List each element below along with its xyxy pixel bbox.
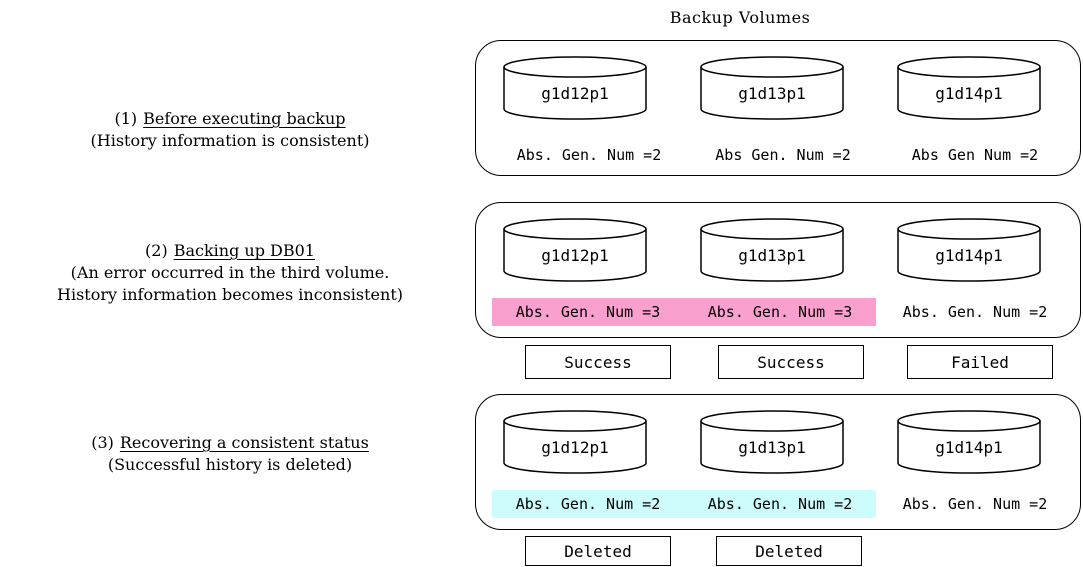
step-3-description: (3) Recovering a consistent status (Succe… [0, 432, 460, 476]
disk-icon [503, 410, 647, 474]
volume-name: g1d14p1 [935, 438, 1003, 457]
volume-group-3: g1d12p1 g1d13p1 g1d14p1 Abs. Gen. Num =2… [475, 394, 1081, 530]
volume-name: g1d14p1 [935, 84, 1003, 103]
step-number: (1) [114, 109, 138, 128]
volume-disk: g1d12p1 [503, 56, 647, 120]
volume-disk: g1d12p1 [503, 410, 647, 474]
generation-number: Abs. Gen. Num =3 [684, 298, 876, 326]
volume-disk: g1d13p1 [700, 410, 844, 474]
step-subtitle: (Successful history is deleted) [107, 455, 353, 474]
backup-volumes-heading: Backup Volumes [669, 8, 811, 27]
generation-number: Abs Gen. Num =2 [715, 146, 851, 164]
generation-number: Abs. Gen. Num =2 [684, 490, 876, 518]
disk-icon [700, 56, 844, 120]
volume-disk: g1d12p1 [503, 218, 647, 282]
step-1-description: (1) Before executing backup (History info… [0, 108, 460, 152]
step-2-description: (2) Backing up DB01 (An error occurred in… [0, 240, 460, 306]
volume-name: g1d13p1 [738, 438, 806, 457]
volume-name: g1d12p1 [541, 438, 609, 457]
disk-icon [897, 410, 1041, 474]
generation-number: Abs. Gen. Num =3 [492, 298, 684, 326]
generation-number: Abs. Gen. Num =2 [492, 490, 684, 518]
step-title: Recovering a consistent status [119, 433, 369, 452]
generation-number: Abs. Gen. Num =2 [902, 495, 1048, 513]
generation-number: Abs. Gen. Num =2 [516, 146, 662, 164]
disk-icon [503, 218, 647, 282]
step-subtitle-line-2: History information becomes inconsistent… [57, 285, 403, 304]
status-success: Success [525, 345, 671, 379]
step-number: (2) [145, 241, 168, 260]
volume-name: g1d13p1 [738, 246, 806, 265]
disk-icon [700, 218, 844, 282]
status-deleted: Deleted [525, 536, 671, 566]
disk-icon [897, 56, 1041, 120]
disk-icon [503, 56, 647, 120]
volume-name: g1d12p1 [541, 246, 609, 265]
generation-number: Abs. Gen. Num =2 [902, 303, 1048, 321]
volume-disk: g1d14p1 [897, 218, 1041, 282]
volume-name: g1d14p1 [935, 246, 1003, 265]
status-success: Success [718, 345, 864, 379]
volume-name: g1d12p1 [541, 84, 609, 103]
disk-icon [897, 218, 1041, 282]
volume-disk: g1d13p1 [700, 56, 844, 120]
volume-disk: g1d13p1 [700, 218, 844, 282]
generation-number: Abs Gen Num =2 [911, 146, 1039, 164]
step-title: Before executing backup [143, 109, 346, 128]
status-deleted: Deleted [716, 536, 862, 566]
volume-name: g1d13p1 [738, 84, 806, 103]
volume-disk: g1d14p1 [897, 410, 1041, 474]
volume-group-1: g1d12p1 g1d13p1 g1d14p1 Abs. Gen. Num =2… [475, 40, 1081, 176]
volume-disk: g1d14p1 [897, 56, 1041, 120]
step-subtitle: (History information is consistent) [90, 131, 370, 150]
status-failed: Failed [907, 345, 1053, 379]
step-number: (3) [91, 433, 114, 452]
step-subtitle: (An error occurred in the third volume. [70, 263, 390, 282]
volume-group-2: g1d12p1 g1d13p1 g1d14p1 Abs. Gen. Num =3… [475, 202, 1081, 338]
step-title: Backing up DB01 [173, 241, 315, 260]
disk-icon [700, 410, 844, 474]
